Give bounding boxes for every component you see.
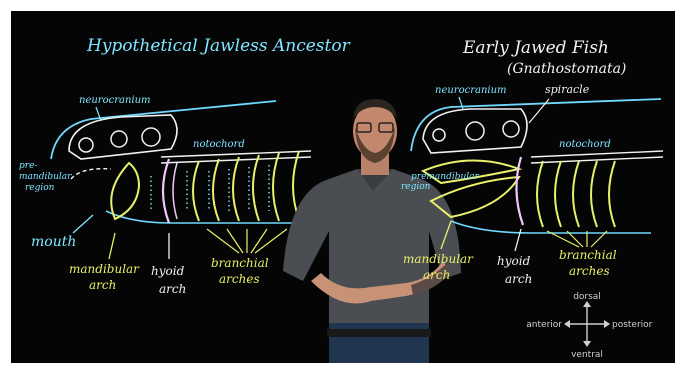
right-branchial-arch	[573, 161, 579, 227]
left-label-mandibular-2: arch	[89, 278, 116, 292]
right-branchial-arch	[591, 161, 597, 227]
left-label-premandibular-3: region	[25, 183, 55, 193]
left-gill-slits	[151, 165, 269, 211]
left-branchial-arch	[213, 159, 219, 221]
orientation-compass: dorsal ventral anterior posterior	[526, 292, 652, 360]
left-branchial-pointer	[255, 229, 287, 253]
right-notochord-line-1	[531, 151, 663, 157]
right-eye-capsule-1	[433, 129, 445, 141]
right-label-premandibular-2: region	[401, 182, 431, 192]
left-label-neurocranium: neurocranium	[79, 95, 151, 106]
left-label-notochord: notochord	[193, 139, 245, 150]
left-notochord-line-1	[161, 151, 311, 157]
right-label-spiracle: spiracle	[545, 83, 590, 96]
right-eye-capsule-3	[503, 121, 519, 137]
right-branchial-arch	[555, 161, 561, 227]
compass-ventral: ventral	[571, 350, 603, 360]
right-label-neurocranium: neurocranium	[435, 85, 507, 96]
compass-anterior: anterior	[526, 320, 562, 330]
left-label-premandibular-2: mandibular	[19, 172, 72, 182]
right-label-mandibular-2: arch	[423, 268, 450, 282]
right-ventral-outline	[451, 221, 651, 233]
left-title: Hypothetical Jawless Ancestor	[86, 36, 351, 56]
compass-cross	[567, 303, 609, 345]
right-label-notochord: notochord	[559, 139, 611, 150]
left-branchial-arch	[273, 153, 279, 221]
left-label-branchial-1: branchial	[211, 256, 269, 270]
right-dorsal-outline	[411, 99, 661, 151]
right-branchial-arch	[537, 161, 543, 227]
left-mandibular-pointer	[109, 233, 115, 259]
right-neurocranium-shape	[423, 109, 527, 153]
left-branchial-pointer	[207, 229, 239, 253]
right-label-premandibular-1: premandibular	[411, 172, 480, 182]
left-eye-capsule-3	[142, 128, 160, 146]
left-branchial-pointers	[207, 229, 287, 253]
right-spiracle-pointer	[529, 99, 549, 123]
left-hyoid-arch-shape-2	[173, 163, 177, 219]
left-eye-capsule-1	[79, 138, 93, 152]
right-hyoid-arch-shape	[516, 157, 523, 225]
left-label-hyoid-2: arch	[159, 282, 186, 296]
presenter-belt	[327, 329, 431, 337]
left-hyoid-arch-shape	[163, 159, 169, 223]
left-ventral-outline	[106, 211, 311, 223]
compass-posterior: posterior	[612, 320, 653, 330]
left-eye-capsule-2	[111, 131, 127, 147]
right-label-hyoid-2: arch	[505, 272, 532, 286]
left-label-premandibular-1: pre-	[19, 161, 37, 171]
left-mouth-pointer	[73, 215, 93, 233]
left-branchial-arch	[253, 155, 259, 221]
right-title-line-2: (Gnathostomata)	[507, 61, 626, 77]
right-label-branchial-2: arches	[569, 264, 610, 278]
left-premandibular-dash	[71, 169, 111, 179]
lecture-video-frame: Hypothetical Jawless Ancestor	[11, 11, 675, 363]
left-label-mouth: mouth	[31, 234, 76, 250]
right-eye-capsule-2	[466, 122, 484, 140]
left-label-hyoid-1: hyoid	[151, 264, 185, 278]
right-title-line-1: Early Jawed Fish	[462, 38, 609, 58]
left-label-branchial-2: arches	[219, 272, 260, 286]
left-mandibular-arch-shape	[111, 163, 139, 219]
right-label-hyoid-1: hyoid	[497, 254, 531, 268]
lightboard-drawing: Hypothetical Jawless Ancestor	[11, 11, 675, 363]
left-label-mandibular-1: mandibular	[69, 262, 140, 276]
left-notochord-line-2	[161, 157, 311, 163]
right-branchial-arches	[537, 161, 615, 227]
right-label-branchial-1: branchial	[559, 248, 617, 262]
right-branchial-arch	[609, 161, 615, 227]
right-label-mandibular-1: mandibular	[403, 252, 474, 266]
left-branchial-arch	[193, 161, 199, 221]
left-branchial-arch	[233, 157, 239, 221]
compass-dorsal: dorsal	[573, 292, 601, 302]
